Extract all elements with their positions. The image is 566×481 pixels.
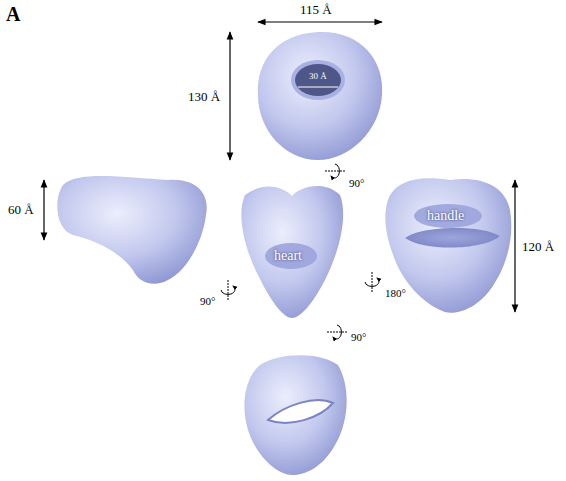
front-view [241,186,343,318]
handle-groove [405,228,500,248]
dimension-arrow [514,180,515,312]
region-label: heart [274,249,302,263]
rotation-symbol [365,272,379,292]
rotation-axis [325,171,345,172]
label-shade [265,243,317,269]
rotation-axis [372,272,373,292]
top-view [258,32,382,160]
dimension-label: 60 Å [8,203,34,216]
rotation-angle: 90° [349,178,364,189]
bottom-opening [268,400,333,423]
pore-rim [291,60,345,100]
dimension-arrow [258,21,382,22]
rotation-axis [228,280,229,300]
region-label: handle [427,209,464,223]
dimension-label: 130 Å [188,90,220,103]
rotation-axis [327,332,347,333]
dimension-label: 30 Å [309,72,327,81]
dimension-label: 115 Å [300,3,332,16]
rotation-arrow [331,164,339,178]
dimension-label: 120 Å [522,240,554,253]
rotation-arrow [365,278,379,286]
rotation-arrow [333,325,341,339]
rotation-angle: 90° [200,296,215,307]
panel-letter: A [6,4,20,24]
central-pore [295,64,341,96]
rotation-symbol [325,164,345,178]
label-shade [414,204,482,228]
rotation-angle: 180° [385,288,406,299]
side-view [57,176,206,284]
rotation-symbol [221,280,235,300]
bottom-view [244,355,346,475]
pore-dimension-line [298,87,338,88]
rotation-symbol [327,325,347,339]
dimension-arrow [229,32,230,160]
rotation-arrow [221,286,235,294]
back-view [385,178,511,313]
dimension-arrow [43,180,44,240]
rotation-angle: 90° [351,332,366,343]
